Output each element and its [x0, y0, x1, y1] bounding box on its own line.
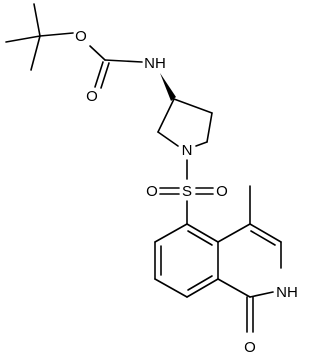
- atom-label-sulfonyl-oxygen-left: O: [146, 183, 158, 200]
- bond-tbu-to-oxygen: [39, 32, 74, 37]
- bond-stereo-wedge: [160, 73, 176, 101]
- bond-carbonyl-double-b: [100, 62, 110, 89]
- bond-tbu-methyl-top: [33, 3, 41, 37]
- bond-tbu-methyl-bottom: [30, 35, 41, 71]
- bond-benz-inner-c4a-c5: [187, 230, 213, 246]
- bond-ring-c3-c4: [173, 98, 213, 114]
- molecule-drawing: O O NH N S O O NH O: [5, 3, 298, 356]
- bond-ring-c4-c5: [206, 112, 213, 143]
- atom-label-ring-nitrogen: N: [182, 142, 193, 159]
- bond-benz-c7-c8: [154, 278, 188, 298]
- bond-tbu-methyl-left: [5, 35, 41, 43]
- bond-carbonyl-to-nh: [104, 59, 143, 63]
- atom-label-carbamate-nh: NH: [144, 55, 166, 72]
- bond-pyr-c4-c3-inner: [250, 230, 276, 246]
- bond-benz-c4a-c5: [186, 223, 219, 243]
- atom-label-carbonyl-oxygen: O: [86, 88, 98, 105]
- bond-carbonyl-double-a: [94, 61, 104, 88]
- bond-pyr-n2-c1: [249, 291, 274, 298]
- atom-label-sulfonyl-oxygen-right: O: [216, 183, 228, 200]
- bond-benz-inner-c8-c8a: [187, 275, 213, 291]
- atom-label-layer: O O NH N S O O NH O: [75, 28, 298, 356]
- atom-label-lactam-nh: NH: [276, 284, 298, 301]
- atom-label-ester-oxygen: O: [75, 28, 87, 45]
- bond-pyr-c1-c8a: [217, 278, 251, 298]
- atom-label-lactam-oxygen: O: [244, 339, 256, 356]
- bond-pyr-c4a-c4: [217, 223, 251, 243]
- bond-ring-c2-c3: [157, 98, 175, 133]
- bond-benz-c5-c6: [154, 223, 188, 243]
- bond-oxygen-to-carbonyl-carbon: [89, 45, 106, 61]
- bond-pyr-c4-c3: [249, 223, 282, 243]
- bond-benz-c8-c8a: [186, 278, 219, 298]
- bond-ring-n-c2: [157, 131, 179, 147]
- bond-ring-c5-n: [195, 141, 208, 147]
- atom-label-sulfur: S: [182, 183, 192, 200]
- structure-canvas: O O NH N S O O NH O: [5, 3, 298, 356]
- bond-layer: [5, 3, 282, 333]
